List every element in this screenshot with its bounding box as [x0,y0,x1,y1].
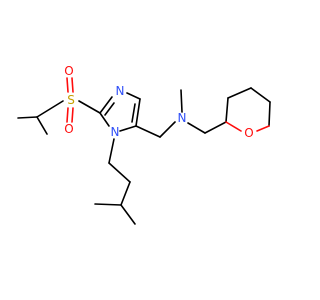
atom-oxygen-sulfonyl-top: O [64,64,73,78]
molecule-canvas: S O O N N N O [17,64,271,225]
bond-isopropyl-methyl-2 [36,116,48,135]
atom-label-n-amine: N [178,111,187,125]
bond-s-o-bottom-b [71,107,74,123]
bond-oxane-c4-c5 [250,87,271,103]
bond-c4-c5 [135,98,141,127]
bond-s-o-top-b [71,77,74,93]
bond-oxane-c6-o [256,125,270,132]
bond-s-to-ring [78,100,101,114]
bond-c5-ch2 [135,125,161,138]
atom-label-s: S [67,93,75,107]
bond-c5-n1 [119,125,137,132]
atom-nitrogen-ring-top: N [116,84,125,98]
bond-c4-c5-inner [131,103,136,123]
bond-c2-n3 [99,96,113,114]
atom-nitrogen-amine: N [178,111,187,125]
bond-ch2-n [159,121,176,138]
bond-oxane-c5-c6 [268,101,271,127]
atom-label-n-ring-sub: N [111,125,120,139]
bond-isopropyl-methyl-1 [17,116,38,119]
bond-s-o-top-a [66,77,69,93]
bond-oxane-c2-c3 [225,97,229,123]
bond-n3-c4 [126,92,141,100]
bond-s-o-bottom-a [66,107,69,123]
atom-label-o-oxane: O [244,126,253,140]
atom-sulfur: S [67,93,75,107]
atom-oxygen-oxane: O [244,126,253,140]
bond-n1-c2 [99,112,110,127]
bonds-layer [17,77,271,225]
atoms-layer: S O O N N N O [64,64,253,140]
atom-label-o-bottom: O [64,122,73,136]
bond-n-ch2 [187,122,206,134]
bond-isopropyl-to-s [36,100,64,118]
bond-c2-n3-inner [104,102,115,116]
bond-ch2-oxane [204,121,227,134]
atom-nitrogen-ring-substituted: N [111,125,120,139]
bond-n1-chain-1 [108,138,115,164]
bond-n-methyl [180,89,183,113]
atom-oxygen-sulfonyl-bottom: O [64,122,73,136]
bond-chain-2-3 [120,181,131,206]
molecule-structure: S O O N N N O [17,64,271,225]
bond-oxane-c3-c4 [227,87,252,99]
bond-oxane-o-c2 [225,121,242,132]
atom-label-n-ring-top: N [116,84,125,98]
bond-chain-3-methyl-a [94,203,122,206]
bond-chain-1-2 [108,162,131,183]
bond-chain-3-methyl-b [120,204,136,225]
atom-label-o-top: O [64,64,73,78]
